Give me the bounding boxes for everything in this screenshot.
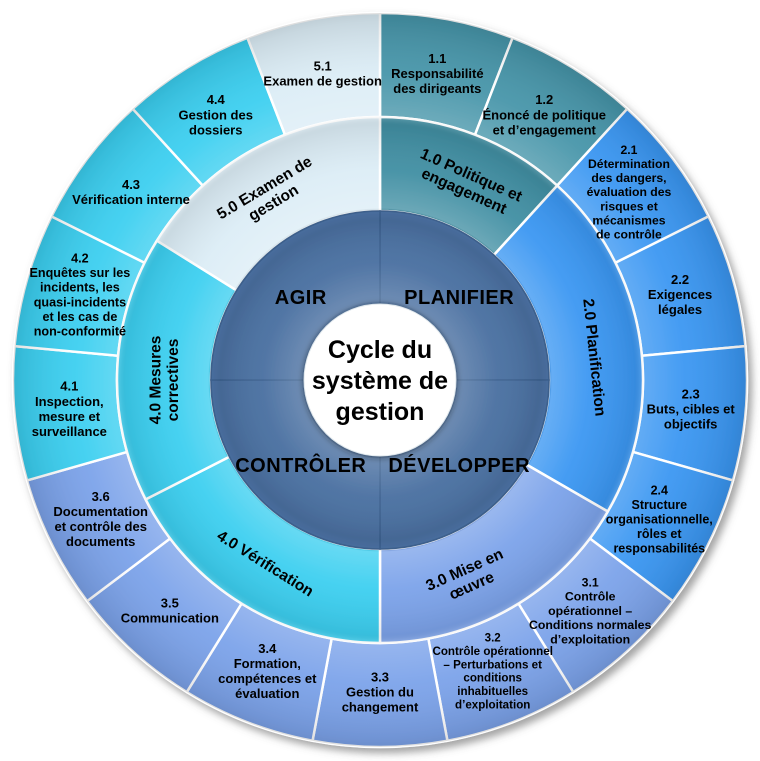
quadrant-label-3: AGIR xyxy=(275,287,327,309)
middle-label-4-0-mesures: 4.0 Mesurescorrectives xyxy=(148,336,183,425)
center-hub xyxy=(303,303,457,457)
quadrant-label-2: CONTRÔLER xyxy=(235,453,366,477)
quadrant-label-1: DÉVELOPPER xyxy=(388,454,530,477)
quadrant-label-0: PLANIFIER xyxy=(404,287,514,309)
